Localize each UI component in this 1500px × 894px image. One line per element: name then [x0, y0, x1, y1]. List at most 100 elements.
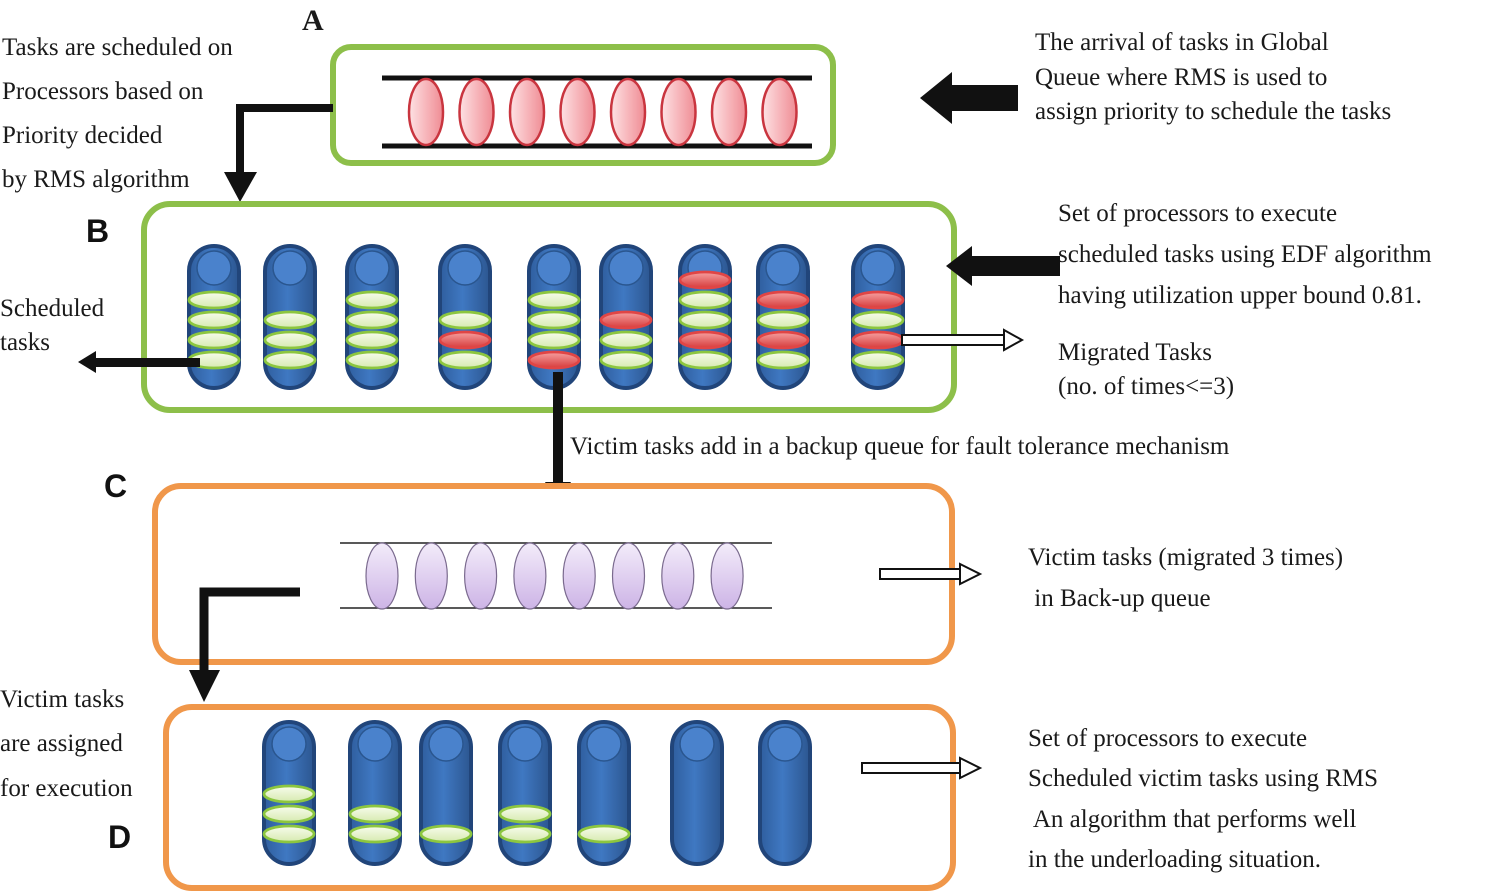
scheduled-task — [187, 290, 241, 310]
global-queue-tasks — [407, 77, 798, 147]
rms-processor-group — [262, 720, 812, 866]
edf-processors-note: Set of processors to execute scheduled t… — [1058, 200, 1438, 309]
processor — [345, 244, 399, 390]
scheduled-task — [187, 330, 241, 350]
processor — [599, 244, 653, 390]
migrated-task — [851, 290, 905, 310]
backup-queue-task — [562, 542, 596, 610]
backup-queue-box — [152, 483, 955, 665]
rms-processors-arrow — [861, 756, 983, 780]
processor — [498, 720, 552, 866]
global-queue-task — [508, 77, 546, 147]
backup-queue-note: Victim tasks (migrated 3 times) in Back-… — [1028, 544, 1349, 612]
processor — [262, 720, 316, 866]
label-a: A — [302, 4, 324, 37]
scheduled-task — [419, 824, 473, 844]
migrated-tasks-note: Migrated Tasks (no. of times<=3) — [1058, 339, 1234, 400]
migrated-task — [756, 330, 810, 350]
scheduled-tasks-arrow-shaft — [94, 358, 200, 367]
processor — [263, 244, 317, 390]
scheduled-task — [345, 350, 399, 370]
processor-head — [354, 250, 390, 286]
scheduled-task — [187, 310, 241, 330]
arrow-into-a-head — [920, 72, 952, 124]
backup-queue-task — [513, 542, 547, 610]
edf-processor-group — [187, 244, 905, 390]
scheduled-task — [345, 330, 399, 350]
processor — [851, 244, 905, 390]
migrated-tasks-arrow — [901, 328, 1025, 352]
scheduled-task — [345, 310, 399, 330]
processor-head — [271, 726, 307, 762]
processor — [678, 244, 732, 390]
arrow-into-b-shaft — [966, 256, 1060, 276]
processor — [348, 720, 402, 866]
backup-queue-task — [365, 542, 399, 610]
scheduled-task — [263, 330, 317, 350]
scheduled-task — [262, 784, 316, 804]
scheduled-task — [263, 350, 317, 370]
backup-queue-task — [661, 542, 695, 610]
processor-head — [536, 250, 572, 286]
rms-scheduling-note: Tasks are scheduled on Processors based … — [2, 34, 239, 193]
migrated-task — [756, 290, 810, 310]
processor-head — [507, 726, 543, 762]
processor-head — [357, 726, 393, 762]
scheduled-task — [498, 804, 552, 824]
label-d: D — [108, 819, 131, 855]
processor-body — [758, 720, 812, 866]
rms-processors-note: Set of processors to execute Scheduled v… — [1028, 725, 1378, 873]
scheduled-task — [678, 290, 732, 310]
scheduled-task — [345, 290, 399, 310]
backup-queue-task — [611, 542, 646, 610]
global-queue-note: The arrival of tasks in Global Queue whe… — [1035, 29, 1391, 125]
scheduled-task — [262, 824, 316, 844]
scheduled-task — [348, 824, 402, 844]
migrated-task — [599, 310, 653, 330]
scheduled-task — [851, 310, 905, 330]
scheduled-task — [756, 350, 810, 370]
global-queue-task — [559, 77, 596, 147]
processor — [756, 244, 810, 390]
victim-assigned-note: Victim tasks are assigned for execution — [0, 686, 133, 802]
processor-head — [428, 726, 464, 762]
processor — [187, 244, 241, 390]
backup-queue-task — [414, 542, 448, 610]
migrated-task — [678, 270, 732, 290]
scheduled-task — [348, 804, 402, 824]
processor-head — [272, 250, 308, 286]
migrated-task — [851, 330, 905, 350]
migrated-task — [438, 330, 492, 350]
migrated-task — [527, 350, 581, 370]
arrow-b-to-c-shaft — [553, 372, 563, 484]
scheduled-tasks-note: Scheduled tasks — [0, 295, 110, 356]
label-c: C — [104, 468, 127, 504]
global-queue-task — [609, 77, 647, 147]
scheduled-task — [851, 350, 905, 370]
backup-queue-arrow — [879, 562, 983, 586]
scheduled-task — [678, 350, 732, 370]
arrow-a-to-b — [236, 104, 333, 180]
processor — [670, 720, 724, 866]
arrow-into-b-head — [946, 246, 972, 286]
processor — [527, 244, 581, 390]
scheduled-task — [263, 310, 317, 330]
processor-head — [765, 250, 801, 286]
backup-queue-task — [464, 542, 498, 610]
processor — [438, 244, 492, 390]
processor-head — [608, 250, 644, 286]
scheduled-task — [262, 804, 316, 824]
backup-queue-task — [710, 542, 744, 610]
global-queue-task — [458, 77, 495, 147]
processor — [758, 720, 812, 866]
scheduled-task — [756, 310, 810, 330]
processor — [577, 720, 631, 866]
processor-body — [670, 720, 724, 866]
scheduled-task — [438, 310, 492, 330]
scheduled-task — [599, 350, 653, 370]
arrow-c-to-d — [199, 587, 300, 676]
arrow-a-to-b-head — [224, 172, 257, 202]
processor-head — [196, 250, 232, 286]
processor-head — [767, 726, 803, 762]
